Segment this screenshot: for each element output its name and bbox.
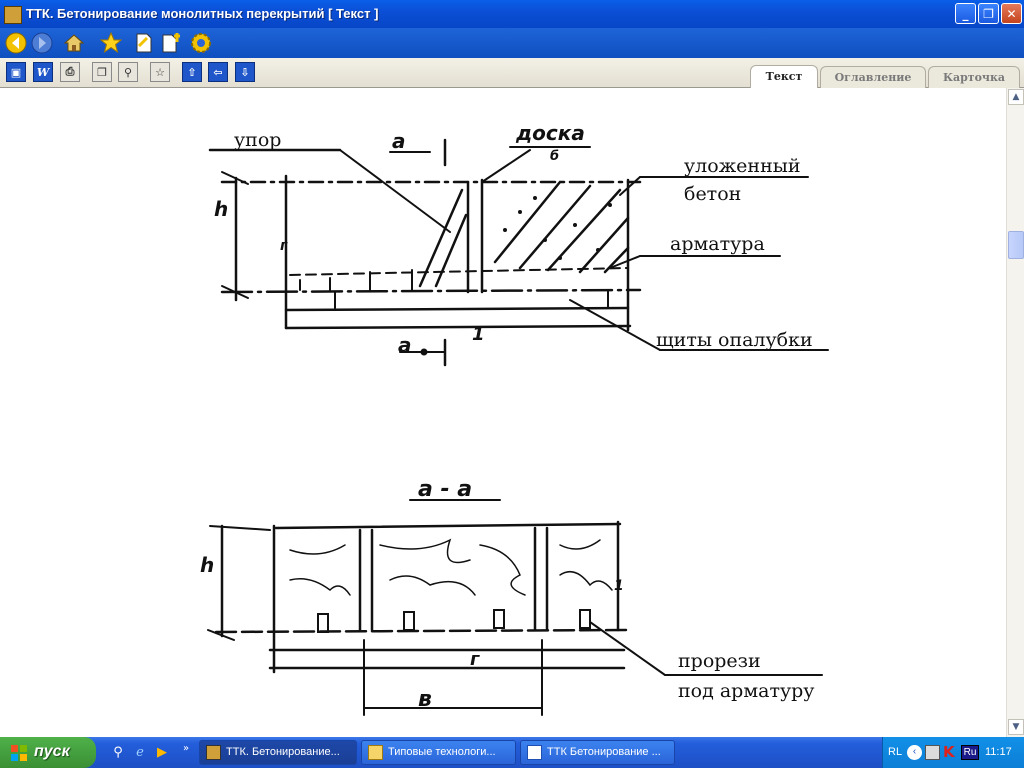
- quicklaunch-ie[interactable]: e: [132, 745, 148, 761]
- title-bar: ТТК. Бетонирование монолитных перекрытий…: [0, 0, 1024, 28]
- new-document-button[interactable]: [160, 31, 184, 55]
- scroll-down-button[interactable]: ▼: [1008, 719, 1024, 735]
- mark-a-bottom: а: [398, 333, 412, 357]
- mark-a-top: а: [392, 129, 406, 153]
- task-ttk-text[interactable]: ТТК. Бетонирование...: [199, 740, 357, 765]
- scroll-up-button[interactable]: ▲: [1008, 89, 1024, 105]
- copy-icon: ❐: [97, 65, 107, 79]
- printer-icon: ⎙: [65, 65, 75, 78]
- quicklaunch-more[interactable]: »: [178, 741, 194, 757]
- gear-icon: [191, 33, 211, 53]
- start-button[interactable]: пуск: [0, 737, 96, 768]
- ie-icon: e: [136, 745, 144, 760]
- label-pod-armaturu: под арматуру: [678, 680, 814, 702]
- go-down-button[interactable]: ⇩: [235, 62, 255, 82]
- app-icon[interactable]: [4, 6, 22, 24]
- floppy-icon: ▣: [10, 65, 22, 79]
- mark-r-top: г: [280, 238, 288, 254]
- preview-button[interactable]: ⚲: [118, 62, 138, 82]
- back-arrow-icon: [5, 32, 27, 54]
- save-button[interactable]: ▣: [6, 62, 26, 82]
- magnifier-icon: ⚲: [113, 745, 123, 760]
- double-chevron-icon: »: [182, 743, 190, 754]
- label-doska: доска: [515, 121, 585, 145]
- leader-line: [339, 149, 451, 233]
- scroll-thumb[interactable]: [1008, 231, 1024, 259]
- go-top-button[interactable]: ⇧: [182, 62, 202, 82]
- clock[interactable]: 11:17: [985, 746, 1012, 758]
- home-icon: [63, 34, 85, 52]
- language-indicator[interactable]: RL: [888, 746, 903, 758]
- forward-button[interactable]: [30, 31, 54, 55]
- settings-button[interactable]: [189, 31, 213, 55]
- task-label: ТТК. Бетонирование...: [226, 746, 340, 758]
- arrow-down-icon: ⇩: [240, 65, 250, 79]
- label-upor: упор: [234, 129, 281, 151]
- preview-icon: ⚲: [123, 65, 133, 79]
- forward-arrow-icon: [31, 32, 53, 54]
- arrow-up-icon: ⇧: [187, 65, 197, 79]
- mark-h-top: h: [214, 197, 228, 221]
- task-label: Типовые технологи...: [388, 746, 496, 758]
- label-ulozhenny: уложенный: [684, 155, 801, 177]
- label-beton: бетон: [684, 183, 741, 205]
- main-toolbar: ⌕ ?: [0, 28, 1024, 84]
- task-word[interactable]: ТТК Бетонирование ...: [520, 740, 675, 765]
- mark-one-top: 1: [472, 324, 485, 345]
- favorites-button[interactable]: [99, 31, 123, 55]
- network-icon[interactable]: [925, 745, 940, 760]
- task-folder[interactable]: Типовые технологи...: [361, 740, 516, 765]
- maximize-button[interactable]: ❐: [978, 3, 999, 24]
- export-word-button[interactable]: W: [33, 62, 53, 82]
- media-player-icon: ▶: [157, 745, 167, 760]
- document-button[interactable]: [132, 31, 156, 55]
- system-tray: RL ‹ K Ru 11:17: [882, 737, 1024, 768]
- arrow-left-icon: ⇦: [213, 65, 223, 79]
- tray-expand-icon[interactable]: ‹: [907, 745, 922, 760]
- copy-button[interactable]: ❐: [92, 62, 112, 82]
- quicklaunch-media[interactable]: ▶: [154, 745, 170, 761]
- document-icon: [136, 33, 152, 53]
- task-label: ТТК Бетонирование ...: [547, 746, 661, 758]
- arrow-up-small-icon: ▲: [1012, 92, 1020, 102]
- home-button[interactable]: [62, 31, 86, 55]
- star-icon: [100, 32, 122, 54]
- back-button[interactable]: [4, 31, 28, 55]
- folder-icon: [368, 745, 383, 760]
- label-prorezi: прорези: [678, 650, 761, 672]
- app-small-icon: [206, 745, 221, 760]
- windows-flag-icon: [11, 745, 27, 761]
- tab-card[interactable]: Карточка: [928, 66, 1020, 88]
- arrow-down-small-icon: ▼: [1012, 722, 1020, 732]
- star-outline-icon: ☆: [155, 65, 165, 79]
- mark-b-bottom: в: [418, 687, 432, 712]
- close-button[interactable]: ✕: [1001, 3, 1022, 24]
- tab-contents[interactable]: Оглавление: [820, 66, 926, 88]
- word-doc-icon: [527, 745, 542, 760]
- taskbar: пуск ⚲ e ▶ » ТТК. Бетонирование... Типов…: [0, 737, 1024, 768]
- mark-r-bottom: г: [470, 649, 480, 670]
- mark-h-bottom: h: [200, 553, 214, 577]
- minimize-button[interactable]: _: [955, 3, 976, 24]
- section-title: а - а: [418, 477, 472, 502]
- label-armatura: арматура: [670, 233, 765, 255]
- label-shchity: щиты опалубки: [656, 329, 813, 351]
- ru-indicator[interactable]: Ru: [961, 745, 979, 760]
- add-document-icon: [162, 33, 180, 53]
- document-view: упор доска уложенный бетон арматура щиты…: [0, 88, 1006, 737]
- formwork-drawing: упор доска уложенный бетон арматура щиты…: [200, 121, 829, 716]
- quicklaunch-search[interactable]: ⚲: [110, 745, 126, 761]
- go-left-button[interactable]: ⇦: [208, 62, 228, 82]
- print-button[interactable]: ⎙: [60, 62, 80, 82]
- antivirus-icon[interactable]: K: [943, 743, 955, 761]
- tab-text[interactable]: Текст: [750, 65, 818, 89]
- word-icon: W: [36, 65, 50, 79]
- window-title: ТТК. Бетонирование монолитных перекрытий…: [26, 6, 379, 21]
- mark-one-right: 1: [614, 578, 624, 594]
- vertical-scrollbar[interactable]: ▲ ▼: [1006, 88, 1024, 737]
- bookmark-button[interactable]: ☆: [150, 62, 170, 82]
- mark-b-tag: б: [550, 149, 559, 164]
- start-label: пуск: [34, 743, 70, 760]
